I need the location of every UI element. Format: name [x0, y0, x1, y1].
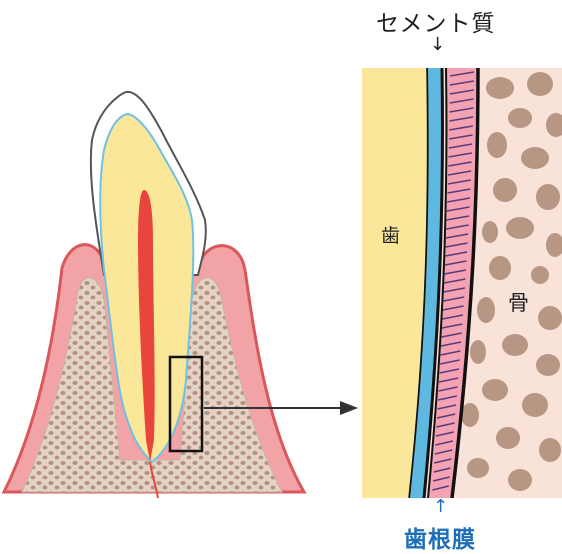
arrow-down-icon: ↓	[430, 34, 445, 55]
label-periodontal-ligament: 歯根膜	[404, 520, 476, 554]
label-bone: 骨	[508, 287, 529, 317]
magnified-view	[362, 68, 562, 498]
label-tooth: 歯	[381, 221, 400, 248]
arrow-up-icon: ↑	[433, 496, 448, 517]
connector-arrowhead	[340, 401, 358, 415]
label-cementum: セメント質	[376, 4, 526, 38]
